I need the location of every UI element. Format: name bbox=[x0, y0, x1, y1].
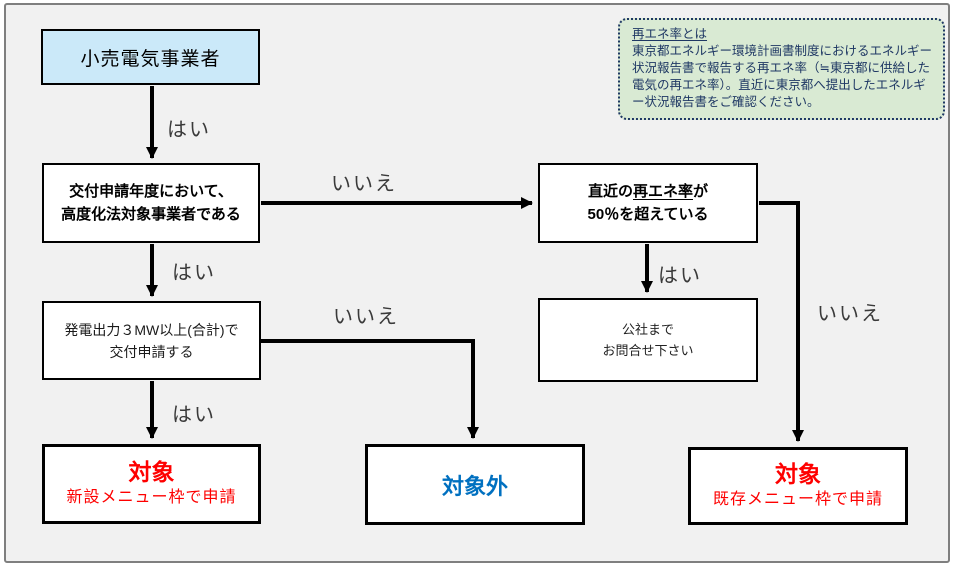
edge-label-yes-3: はい bbox=[172, 404, 216, 426]
edge-label-no-1: いいえ bbox=[331, 173, 397, 195]
result-out-title: 対象外 bbox=[441, 473, 508, 499]
node-result-eligible-existing-menu: 対象 既存メニュー枠で申請 bbox=[688, 447, 908, 525]
q3-line1: 直近の再エネ率が bbox=[588, 180, 708, 203]
node-question-generation-output: 発電出力３MW以上(合計)で 交付申請する bbox=[42, 301, 261, 380]
note-title: 再エネ率とは bbox=[632, 27, 708, 41]
note-renewable-rate-definition: 再エネ率とは 東京都エネルギー環境計画書制度におけるエネルギー状況報告書で報告す… bbox=[618, 18, 945, 120]
edge-label-yes-1: はい bbox=[167, 119, 211, 141]
q2-line1: 発電出力３MW以上(合計)で bbox=[64, 321, 239, 338]
node-retail-electricity-provider: 小売電気事業者 bbox=[41, 29, 260, 85]
q3-line2: 50％を超えている bbox=[587, 206, 709, 223]
result-existing-subtitle: 既存メニュー枠で申請 bbox=[712, 491, 883, 508]
contact-line2: お問合せ下さい bbox=[602, 343, 694, 358]
note-body: 東京都エネルギー環境計画書制度におけるエネルギー状況報告書で報告する再エネ率（≒… bbox=[632, 44, 933, 109]
node-contact-kosha: 公社まで お問合せ下さい bbox=[538, 298, 758, 382]
node-result-eligible-new-menu: 対象 新設メニュー枠で申請 bbox=[42, 444, 261, 524]
result-existing-title: 対象 bbox=[775, 461, 821, 487]
q1-line1: 交付申請年度において、 bbox=[69, 183, 233, 200]
node-question-kodoka-act: 交付申請年度において、 高度化法対象事業者である bbox=[42, 163, 260, 243]
q2-line2: 交付申請する bbox=[109, 343, 194, 360]
q1-line2: 高度化法対象事業者である bbox=[61, 206, 241, 223]
result-new-subtitle: 新設メニュー枠で申請 bbox=[66, 489, 237, 506]
q3-line1-pre: 直近の bbox=[587, 183, 633, 200]
edge-label-no-3: いいえ bbox=[817, 303, 883, 325]
q3-line1-underlined: 再エネ率 bbox=[632, 183, 693, 200]
node-start-label: 小売電気事業者 bbox=[80, 48, 221, 70]
edge-label-yes-2: はい bbox=[172, 262, 216, 284]
edge-label-yes-4: はい bbox=[658, 265, 702, 287]
node-result-not-eligible: 対象外 bbox=[365, 444, 585, 525]
contact-line1: 公社まで bbox=[621, 322, 674, 337]
edge-label-no-2: いいえ bbox=[333, 306, 399, 328]
result-new-title: 対象 bbox=[128, 459, 175, 485]
node-question-renewable-rate: 直近の再エネ率が 50％を超えている bbox=[538, 163, 758, 243]
q3-line1-post: が bbox=[693, 183, 709, 200]
